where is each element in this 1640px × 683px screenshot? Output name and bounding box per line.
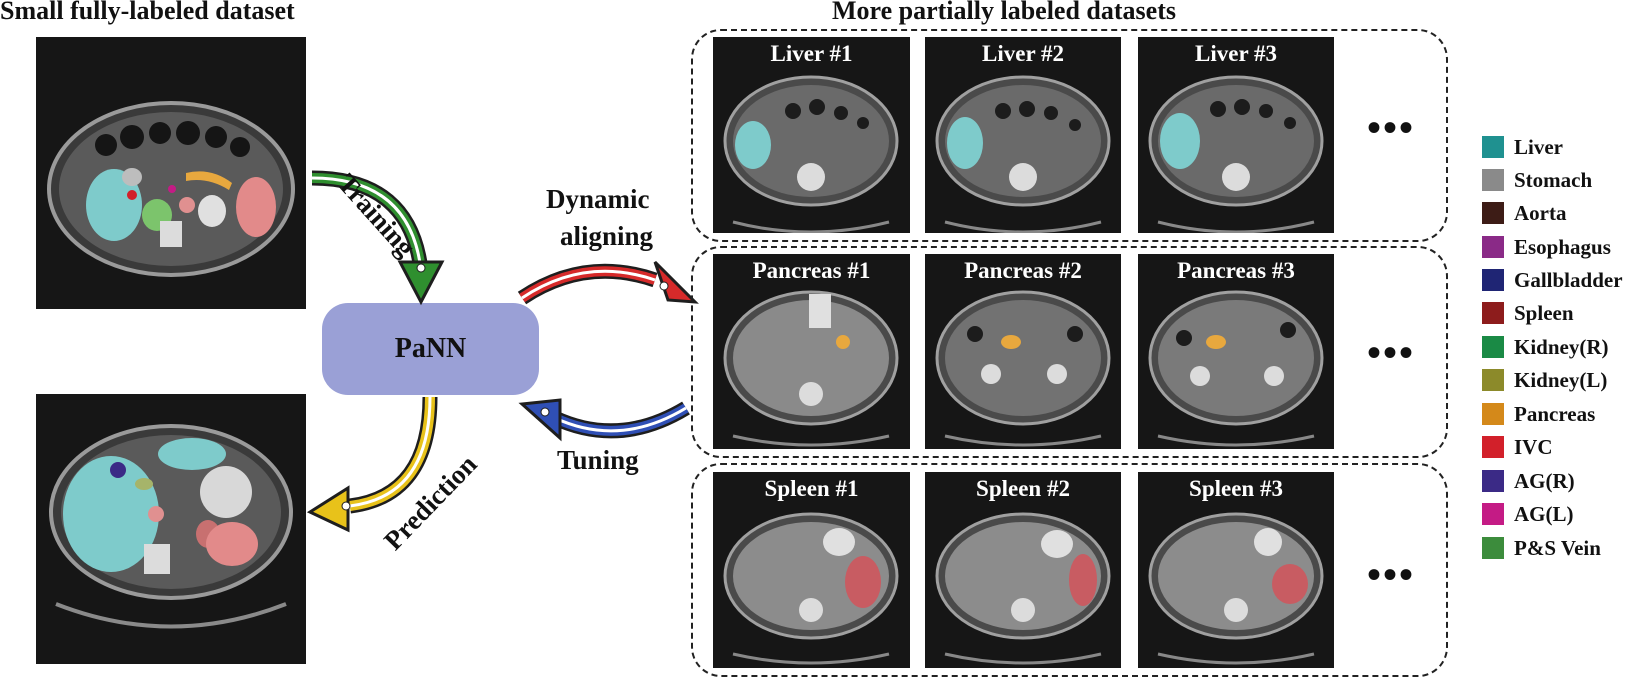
legend-item-stomach: Stomach [1482, 166, 1592, 194]
spleen-scan-title-2: Spleen #2 [976, 476, 1070, 501]
liver-scan-title-3: Liver #3 [1195, 41, 1277, 66]
pancreas-scan-title-2: Pancreas #2 [964, 258, 1082, 283]
tuning-arrow-body [552, 403, 689, 436]
legend-swatch [1482, 369, 1504, 391]
legend-item-gallbladder: Gallbladder [1482, 266, 1623, 294]
fully-labeled-ct-scan [36, 37, 306, 309]
spleen-ct-scan-3: Spleen #3 [1138, 472, 1334, 668]
spleen-more-ellipsis: ••• [1367, 552, 1416, 597]
legend-item-ivc: IVC [1482, 433, 1553, 461]
prediction-arrow-body [349, 396, 435, 511]
liver-dataset-group [691, 29, 1448, 242]
legend-swatch [1482, 503, 1504, 525]
legend-label: AG(L) [1514, 501, 1574, 526]
legend-label: Esophagus [1514, 234, 1611, 259]
legend-item-esophagus: Esophagus [1482, 233, 1611, 261]
dynamic-aligning-label-line1: Dynamic [546, 184, 650, 214]
pancreas-ct-scan-1: Pancreas #1 [713, 254, 910, 449]
legend-item-ag-l: AG(L) [1482, 500, 1574, 528]
pancreas-ct-scan-2: Pancreas #2 [925, 254, 1121, 449]
legend-label: Pancreas [1514, 401, 1596, 426]
partially-labeled-heading: More partially labeled datasets [832, 0, 1176, 25]
liver-scan-title-2: Liver #2 [982, 41, 1064, 66]
fully-labeled-heading: Small fully-labeled dataset [0, 0, 295, 25]
legend-label: Kidney(L) [1514, 367, 1608, 392]
legend-item-liver: Liver [1482, 133, 1563, 161]
training-label: Training [331, 168, 421, 263]
legend-item-ps-vein: P&S Vein [1482, 534, 1601, 562]
legend-swatch [1482, 302, 1504, 324]
legend-label: Aorta [1514, 200, 1567, 225]
spleen-scan-title-3: Spleen #3 [1189, 476, 1283, 501]
legend-swatch [1482, 202, 1504, 224]
prediction-label: Prediction [378, 449, 483, 556]
prediction-arrow [348, 396, 438, 514]
pancreas-scan-title-1: Pancreas #1 [752, 258, 871, 283]
spleen-dataset-group [691, 463, 1448, 677]
liver-scan-title-1: Liver #1 [770, 41, 853, 66]
legend-label: AG(R) [1514, 468, 1575, 493]
pann-model-box: PaNN [322, 303, 539, 395]
legend-item-spleen: Spleen [1482, 299, 1574, 327]
legend-swatch [1482, 436, 1504, 458]
tuning-arrowhead [518, 398, 562, 442]
legend-item-ag-r: AG(R) [1482, 467, 1575, 495]
legend-item-pancreas: Pancreas [1482, 400, 1595, 428]
dynamic-aligning-arrowhead [653, 260, 699, 304]
legend-label: Gallbladder [1514, 267, 1623, 292]
dynamic-aligning-label-line2: aligning [560, 221, 654, 251]
tuning-label: Tuning [557, 445, 639, 475]
legend-swatch [1482, 169, 1504, 191]
legend-label: P&S Vein [1514, 535, 1601, 560]
pann-model-label: PaNN [394, 333, 467, 364]
prediction-arrowhead [306, 485, 350, 533]
legend-label: Spleen [1514, 300, 1574, 325]
pancreas-dataset-group [691, 246, 1448, 458]
pancreas-ct-scan-3: Pancreas #3 [1138, 254, 1334, 449]
pancreas-more-ellipsis: ••• [1367, 330, 1416, 375]
legend-label: Kidney(R) [1514, 334, 1609, 359]
legend-swatch [1482, 136, 1504, 158]
legend-label: Stomach [1514, 167, 1593, 192]
spleen-scan-title-1: Spleen #1 [764, 476, 859, 501]
spleen-ct-scan-1: Spleen #1 [713, 472, 910, 668]
legend-label: Liver [1514, 134, 1563, 159]
liver-ct-scan-1: Liver #1 [713, 37, 910, 233]
legend-swatch [1482, 537, 1504, 559]
dynamic-aligning-arrow [517, 263, 658, 305]
spleen-ct-scan-2: Spleen #2 [925, 472, 1121, 668]
pancreas-scan-title-3: Pancreas #3 [1177, 258, 1295, 283]
legend-swatch [1482, 336, 1504, 358]
legend-swatch [1482, 470, 1504, 492]
legend-item-aorta: Aorta [1482, 199, 1566, 227]
liver-ct-scan-2: Liver #2 [925, 37, 1121, 233]
prediction-ct-scan [36, 394, 306, 664]
tuning-arrow [551, 401, 690, 439]
liver-ct-scan-3: Liver #3 [1138, 37, 1334, 233]
legend-swatch [1482, 403, 1504, 425]
dynamic-aligning-arrow-body [519, 266, 657, 303]
liver-more-ellipsis: ••• [1367, 105, 1416, 150]
legend-item-kidney-r: Kidney(R) [1482, 333, 1609, 361]
training-arrowhead [397, 260, 445, 306]
legend-label: IVC [1514, 434, 1553, 459]
legend-swatch [1482, 269, 1504, 291]
legend-swatch [1482, 236, 1504, 258]
legend-item-kidney-l: Kidney(L) [1482, 366, 1607, 394]
